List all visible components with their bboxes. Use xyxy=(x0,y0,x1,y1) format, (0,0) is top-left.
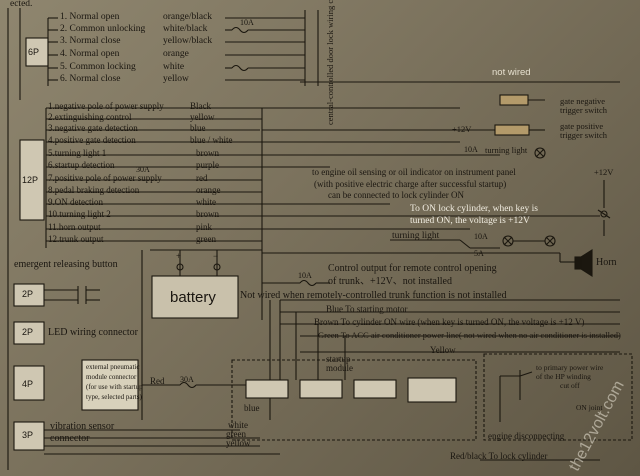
on-lock-note-2: turned ON, the voltage is +12V xyxy=(410,216,530,226)
vibration-label-2: connector xyxy=(50,433,90,444)
wire-6p-3: 3. Normal close xyxy=(60,36,121,46)
wire-12p-8-color: orange xyxy=(196,185,221,195)
primary-power-2: of the HP winding xyxy=(536,372,591,381)
pneumatic-note-4: type, selected parts) xyxy=(86,393,142,401)
connector-6p-label: 6P xyxy=(28,47,40,57)
red-black-label: Red/black To lock cylinder xyxy=(450,451,548,461)
turning-light-bottom: turning light xyxy=(392,231,440,241)
connector-2p-a: 2P xyxy=(22,289,34,299)
connector-2p-b: 2P xyxy=(22,327,34,337)
wire-6p-1: 1. Normal open xyxy=(60,12,120,22)
wire-6p-4-color: orange xyxy=(163,49,189,59)
wire-12p-11-color: pink xyxy=(196,222,213,232)
led-connector-label: LED wiring connector xyxy=(48,327,138,338)
wire-6p-4: 4. Normal open xyxy=(60,49,120,59)
wire-12p-4-color: blue / white xyxy=(190,135,233,145)
wire-yellow-label: yellow xyxy=(226,438,251,448)
wire-blue-label: blue xyxy=(244,403,260,413)
connector-4p: 4P xyxy=(22,379,34,389)
green-acc: Green To ACC air conditioner power line(… xyxy=(318,330,621,340)
fuse-5a: 5A xyxy=(474,249,484,258)
wire-green-label: green xyxy=(226,429,246,439)
wire-12p-2-color: yellow xyxy=(190,112,215,122)
not-wired-label: not wired xyxy=(492,67,531,78)
plus12v-gate: +12V xyxy=(452,124,472,134)
on-joint-label: ON joint xyxy=(576,403,603,412)
wire-12p-12-color: green xyxy=(196,234,216,244)
wire-12p-1-color: Black xyxy=(190,101,211,111)
wire-12p-10-color: brown xyxy=(196,209,219,219)
emergent-button-label: emergent releasing button xyxy=(14,259,118,270)
wire-12p-5: 5.turning light 1 xyxy=(48,148,107,158)
fuse-10a-bottom: 10A xyxy=(474,232,488,241)
wire-6p-2-color: white/black xyxy=(163,24,208,34)
connector-3p: 3P xyxy=(22,430,34,440)
gate-negative-label: gate negative trigger switch xyxy=(560,96,607,116)
startup-module-label: startup module xyxy=(326,354,353,373)
connector-12p-label: 12P xyxy=(22,175,39,185)
primary-power-1: to primary power wire xyxy=(536,363,604,372)
wire-12p-9: 9.ON detection xyxy=(48,197,103,207)
wire-12p-6-color: purple xyxy=(196,160,219,170)
fuse-10a-trunk: 10A xyxy=(298,271,312,280)
primary-power-3: cut off xyxy=(560,381,580,390)
fuse-10a-top: 10A xyxy=(464,145,478,154)
wire-12p-12: 12.trunk output xyxy=(48,234,104,244)
blue-starting-motor: Blue To starting motor xyxy=(326,304,408,314)
wire-6p-5: 5. Common locking xyxy=(60,62,136,72)
wire-12p-8: 8.pedal braking detection xyxy=(48,185,140,195)
wire-6p-3-color: yellow/black xyxy=(163,36,213,46)
wire-12p-11: 11.horn output xyxy=(48,222,101,232)
trunk-note-1: Control output for remote control openin… xyxy=(328,263,497,274)
wire-12p-3: 3.negative gate detection xyxy=(48,123,138,133)
header-fragment: ected. xyxy=(10,0,33,9)
doorlock-side-label: central-controlled door lock wiring conn… xyxy=(325,0,335,125)
wire-12p-10: 10.turning light 2 xyxy=(48,209,111,219)
plus12v-right: +12V xyxy=(594,167,614,177)
wire-6p-2: 2. Common unlocking xyxy=(60,24,146,34)
pneumatic-note-1: external pneumatic xyxy=(86,363,140,371)
wire-white-label: white xyxy=(228,420,248,430)
wire-6p-6: 6. Normal close xyxy=(60,74,121,84)
yellow-label: Yellow xyxy=(430,345,456,355)
wire-6p-6-color: yellow xyxy=(163,74,189,84)
gate-positive-label: gate positive trigger switch xyxy=(560,121,607,141)
battery-plus-icon: + xyxy=(176,251,182,261)
fuse-30a-label: 30A xyxy=(136,165,150,174)
wire-12p-3-color: blue xyxy=(190,123,206,133)
engine-disconnecting-label: engine disconnecting xyxy=(488,431,565,441)
pneumatic-note-2: module connector xyxy=(86,373,137,381)
turning-light-top: turning light xyxy=(485,145,528,155)
wire-6p-1-color: orange/black xyxy=(163,12,213,22)
wire-12p-9-color: white xyxy=(196,197,216,207)
wire-12p-1: 1.negative pole of power supply xyxy=(48,101,164,111)
trunk-note-2: of trunk、+12V、not installed xyxy=(328,276,452,287)
wire-12p-7-color: red xyxy=(196,173,208,183)
wire-12p-5-color: brown xyxy=(196,148,219,158)
wire-12p-2: 2.extinguishing control xyxy=(48,112,132,122)
wire-6p-5-color: white xyxy=(163,62,185,72)
on-lock-note-1: To ON lock cylinder, when key is xyxy=(410,204,538,214)
red-wire-label: Red xyxy=(150,376,165,386)
engine-oil-note-1: to engine oil sensing or oil indicator o… xyxy=(312,167,516,177)
battery-label: battery xyxy=(170,289,216,306)
horn-label: Horn xyxy=(596,257,617,268)
not-wired-trunk: Not wired when remotely-controlled trunk… xyxy=(240,290,507,301)
vibration-label-1: vibration sensor xyxy=(50,421,115,432)
wire-12p-6: 6.startup detection xyxy=(48,160,115,170)
fuse-6p-label: 10A xyxy=(240,18,254,27)
fuse-30a-red: 30A xyxy=(180,375,194,384)
wire-12p-4: 4.positive gate detection xyxy=(48,135,136,145)
brown-cylinder: Brown To cylinder ON wire (when key is t… xyxy=(314,317,585,327)
battery-minus-icon: − xyxy=(213,251,219,261)
wire-12p-7: 7.positive pole of power supply xyxy=(48,173,162,183)
engine-oil-note-3: can be connected to lock cylinder ON xyxy=(328,190,464,200)
engine-oil-note-2: (with positive electric charge after suc… xyxy=(314,179,507,189)
pneumatic-note-3: (for use with startup xyxy=(86,383,143,391)
